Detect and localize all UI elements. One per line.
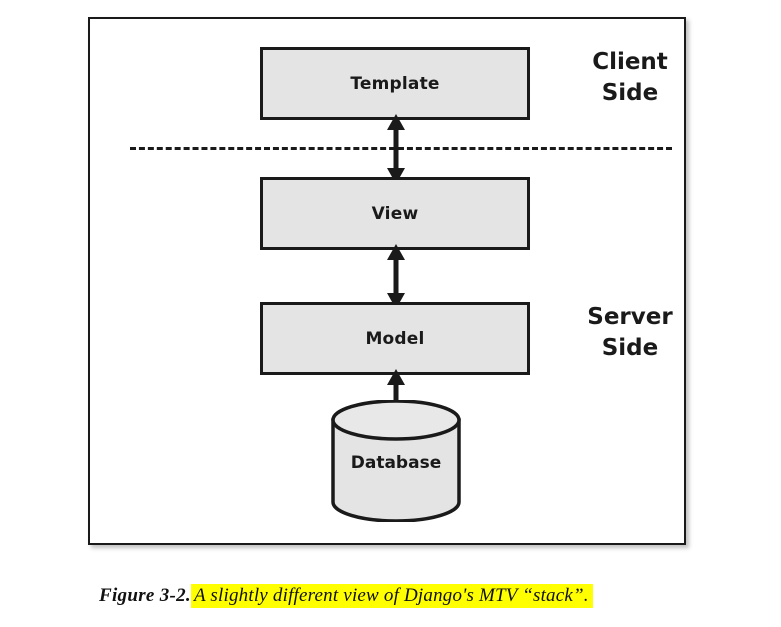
diagram-box-template: Template <box>260 47 530 120</box>
client-server-divider <box>130 147 672 150</box>
figure-caption-text: A slightly different view of Django's MT… <box>190 584 593 608</box>
database-cylinder <box>330 400 462 522</box>
diagram-box-view-label: View <box>371 203 419 224</box>
diagram-box-view: View <box>260 177 530 250</box>
side-label-client-line2: Side <box>601 80 659 106</box>
database-cylinder-label: Database <box>350 453 442 473</box>
diagram-box-model-label: Model <box>365 328 425 349</box>
side-label-server-line2: Side <box>601 335 659 361</box>
figure-caption-number: Figure 3-2. <box>99 585 191 606</box>
side-label-client-line1: Client <box>592 49 668 75</box>
side-label-client: Client Side <box>560 47 700 109</box>
double-arrow-view-model <box>381 244 411 309</box>
diagram-box-template-label: Template <box>350 73 440 94</box>
side-label-server: Server Side <box>560 302 700 364</box>
side-label-server-line1: Server <box>587 304 673 330</box>
figure-frame: Template View Model <box>88 17 686 545</box>
diagram-box-model: Model <box>260 302 530 375</box>
figure-caption: Figure 3-2.A slightly different view of … <box>99 583 593 609</box>
